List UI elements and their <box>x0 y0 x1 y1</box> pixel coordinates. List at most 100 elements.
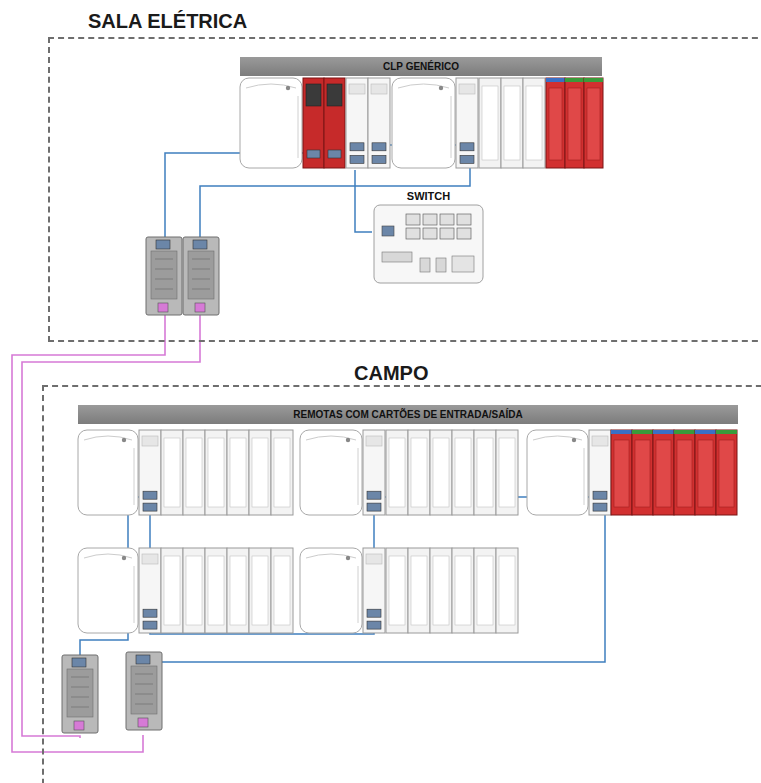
equipment-group: CLP GENÉRICO <box>240 57 602 170</box>
io-card <box>205 548 227 633</box>
safety-card <box>716 430 737 515</box>
io-card <box>408 548 430 633</box>
converter-vent <box>135 694 153 695</box>
power-supply-edge <box>451 96 452 158</box>
converter-vent <box>192 269 210 270</box>
io-card <box>430 548 452 633</box>
fiber-links <box>12 313 200 752</box>
card-strip <box>546 78 565 82</box>
power-supply-edge <box>134 566 135 623</box>
media-converters <box>62 237 219 733</box>
ethernet-cable <box>355 170 372 232</box>
switch-port <box>440 228 454 239</box>
network-port <box>372 143 386 151</box>
power-supply <box>78 430 138 515</box>
switch-port <box>423 228 437 239</box>
converter-front <box>67 669 93 717</box>
card-face <box>568 88 581 160</box>
io-card <box>479 78 501 168</box>
converter-vent <box>135 674 153 675</box>
io-card-face <box>208 438 224 507</box>
io-card <box>161 548 183 633</box>
area-region: CAMPOREMOTAS COM CARTÕES DE ENTRADA/SAÍD… <box>42 385 761 783</box>
io-card-face <box>389 438 405 507</box>
io-card <box>408 430 430 515</box>
card-strip <box>653 430 674 434</box>
io-card <box>386 430 408 515</box>
network-port <box>367 609 381 617</box>
io-card-face <box>252 438 268 507</box>
converter-vent <box>135 684 153 685</box>
io-card-face <box>526 86 542 160</box>
io-card <box>474 430 496 515</box>
io-card-face <box>433 556 449 625</box>
io-card-face <box>433 438 449 507</box>
converter-vent <box>192 259 210 260</box>
io-card <box>271 430 293 515</box>
io-card-face <box>499 556 515 625</box>
brand-logo <box>122 556 126 560</box>
brand-logo <box>286 86 290 90</box>
io-card <box>474 548 496 633</box>
status-panel <box>349 84 365 94</box>
rack-group <box>78 78 737 633</box>
card-strip <box>611 430 632 434</box>
network-port <box>367 621 381 629</box>
card-face <box>719 440 734 507</box>
comm-module <box>456 78 478 168</box>
power-supply-edge <box>134 448 135 505</box>
card-strip <box>716 430 737 434</box>
status-panel <box>142 554 158 564</box>
cpu-port <box>307 150 320 158</box>
io-card-face <box>164 556 180 625</box>
comm-module <box>368 78 390 168</box>
media-converter <box>183 237 219 315</box>
converter-vent <box>155 259 173 260</box>
card-face <box>677 440 692 507</box>
card-strip <box>632 430 653 434</box>
card-face <box>614 440 629 507</box>
status-panel <box>592 436 608 446</box>
switch-symbol <box>374 205 483 283</box>
comm-module <box>589 430 611 515</box>
switch-terminal <box>420 258 430 272</box>
comm-module <box>139 430 161 515</box>
media-converter <box>146 237 182 315</box>
io-card <box>183 548 205 633</box>
converter-port <box>72 658 86 667</box>
io-card-face <box>411 556 427 625</box>
card-face <box>698 440 713 507</box>
io-card-face <box>504 86 520 160</box>
converter-port <box>136 655 150 664</box>
media-converter <box>126 652 162 730</box>
network-port <box>143 491 157 499</box>
io-card-face <box>274 556 290 625</box>
converter-vent <box>155 279 173 280</box>
group-title: REMOTAS COM CARTÕES DE ENTRADA/SAÍDA <box>78 405 738 424</box>
card-strip <box>695 430 716 434</box>
network-port <box>367 503 381 511</box>
converter-vent <box>71 697 89 698</box>
comm-module <box>346 78 368 168</box>
io-card <box>496 430 518 515</box>
comm-module <box>363 430 385 515</box>
safety-card <box>584 78 603 168</box>
safety-card <box>695 430 716 515</box>
io-card-face <box>186 556 202 625</box>
io-card <box>501 78 523 168</box>
fiber-port <box>138 718 148 727</box>
power-supply-edge <box>358 448 359 505</box>
power-supply <box>527 430 588 515</box>
status-panel <box>459 84 475 94</box>
fiber-port <box>195 303 205 312</box>
converter-vent <box>71 687 89 688</box>
group-title: CLP GENÉRICO <box>240 57 602 76</box>
fiber-cable <box>22 313 200 738</box>
switch-port <box>457 228 471 239</box>
converter-vent <box>71 677 89 678</box>
card-face <box>635 440 650 507</box>
power-supply-edge <box>298 96 299 158</box>
io-card-face <box>164 438 180 507</box>
card-strip <box>584 78 603 82</box>
